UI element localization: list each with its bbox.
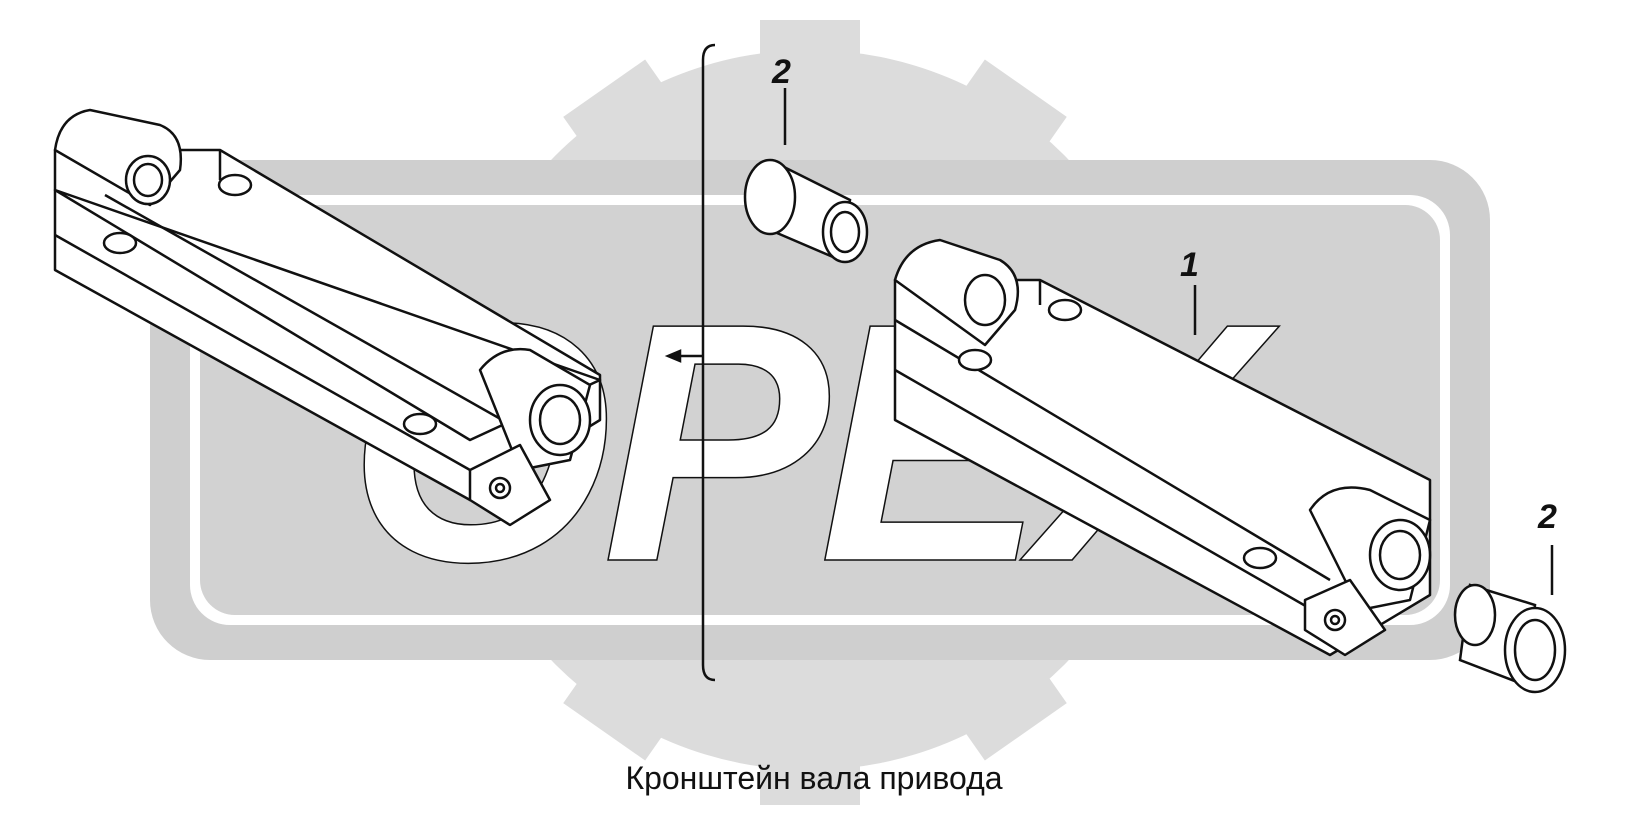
- callout-label-bushing-top: 2: [772, 53, 791, 91]
- bracket-exploded: [893, 238, 1432, 657]
- bushing-right: [1453, 545, 1567, 694]
- bracket-assembled: [53, 108, 602, 527]
- bushing-top: [743, 88, 869, 264]
- diagram-caption: Кронштейн вала привода: [625, 760, 1003, 796]
- callout-label-bracket: 1: [1180, 246, 1199, 284]
- explode-brace: [664, 43, 716, 682]
- callout-label-bushing-right: 2: [1538, 498, 1557, 536]
